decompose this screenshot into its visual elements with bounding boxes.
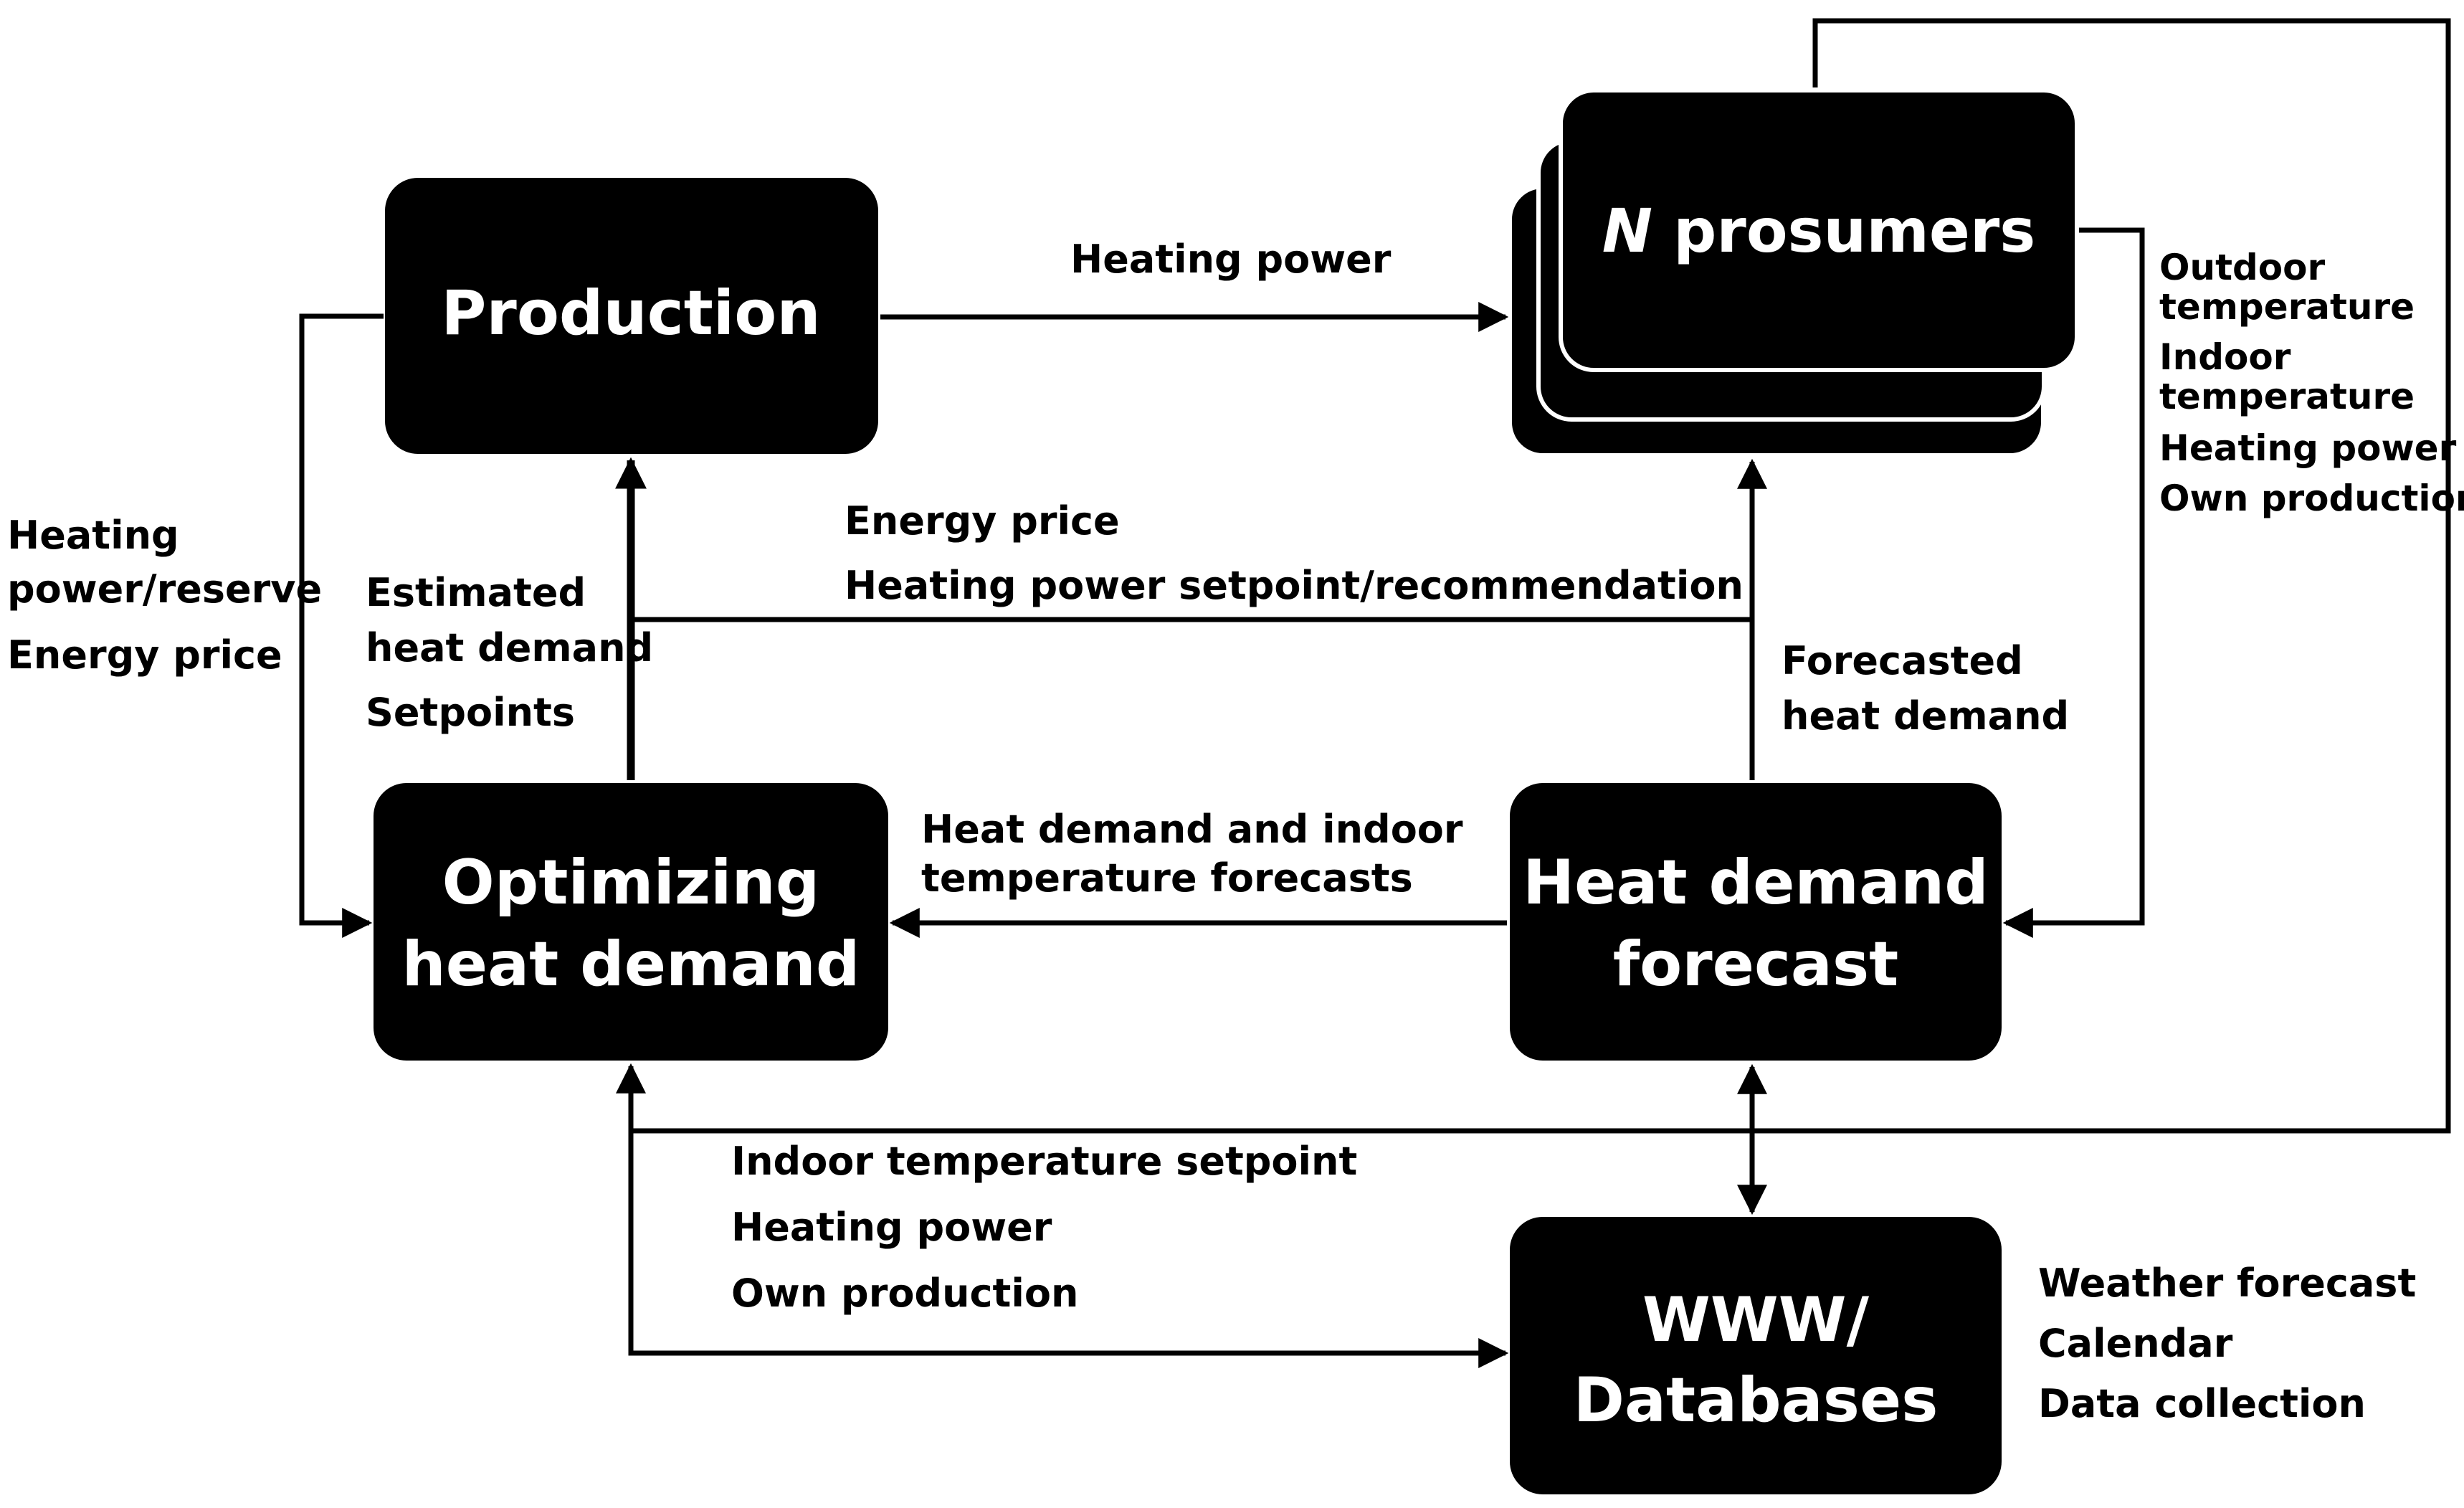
label-bottom-2: Heating power — [731, 1205, 1052, 1250]
label-right-2: temperature — [2159, 286, 2415, 328]
label-hd-forecasts-2: temperature forecasts — [921, 855, 1413, 901]
forecast-title-line1: Heat demand — [1523, 847, 1989, 919]
label-estimated-2: heat demand — [366, 625, 653, 670]
production-title: Production — [441, 278, 820, 349]
optimizing-title-line1: Optimizing — [442, 847, 820, 919]
label-heating-power: Heating power — [1070, 237, 1392, 282]
label-right-1: Outdoor — [2159, 247, 2325, 288]
label-forecasted-1: Forecasted — [1782, 638, 2023, 683]
label-left-1: Heating — [7, 513, 179, 558]
label-bottom-1: Indoor temperature setpoint — [731, 1139, 1357, 1184]
production-node: Production — [385, 178, 878, 454]
label-www-2: Calendar — [2038, 1321, 2233, 1366]
label-right-5: Heating power — [2159, 427, 2457, 469]
label-bottom-3: Own production — [731, 1271, 1078, 1316]
forecast-node: Heat demand forecast — [1510, 783, 2002, 1061]
label-www-3: Data collection — [2038, 1381, 2366, 1426]
label-right-6: Own production — [2159, 478, 2464, 519]
prosumer-card-front — [1559, 88, 2079, 372]
prosumers-title: N prosumers — [1602, 196, 2036, 266]
www-title-line2: Databases — [1574, 1365, 1939, 1436]
label-forecasted-2: heat demand — [1782, 693, 2069, 739]
www-node: WWW/ Databases — [1510, 1217, 2002, 1494]
label-estimated-1: Estimated — [366, 570, 586, 615]
label-setpoints: Setpoints — [366, 690, 575, 735]
forecast-title-line2: forecast — [1613, 929, 1899, 1000]
optimizing-title-line2: heat demand — [402, 929, 860, 1000]
label-www-1: Weather forecast — [2038, 1261, 2416, 1306]
label-setpoint-rec: Heating power setpoint/recommendation — [845, 563, 1744, 608]
label-hd-forecasts-1: Heat demand and indoor — [921, 807, 1463, 852]
optimizing-node: Optimizing heat demand — [374, 783, 888, 1061]
label-energy-price: Energy price — [845, 498, 1120, 544]
prosumers-node: N prosumers — [1508, 88, 2079, 457]
www-title-line1: WWW/ — [1642, 1284, 1870, 1356]
label-left-2: power/reserve — [7, 566, 322, 612]
edge-prosumers-to-optimizing-loop — [616, 18, 2451, 1134]
edge-production-to-optimizing — [299, 313, 384, 938]
edge-optimizing-to-www — [628, 1131, 1509, 1368]
label-right-3: Indoor — [2159, 336, 2291, 378]
label-left-3: Energy price — [7, 632, 282, 678]
edge-prosumers-to-forecast — [2002, 227, 2145, 938]
label-right-4: temperature — [2159, 376, 2415, 417]
